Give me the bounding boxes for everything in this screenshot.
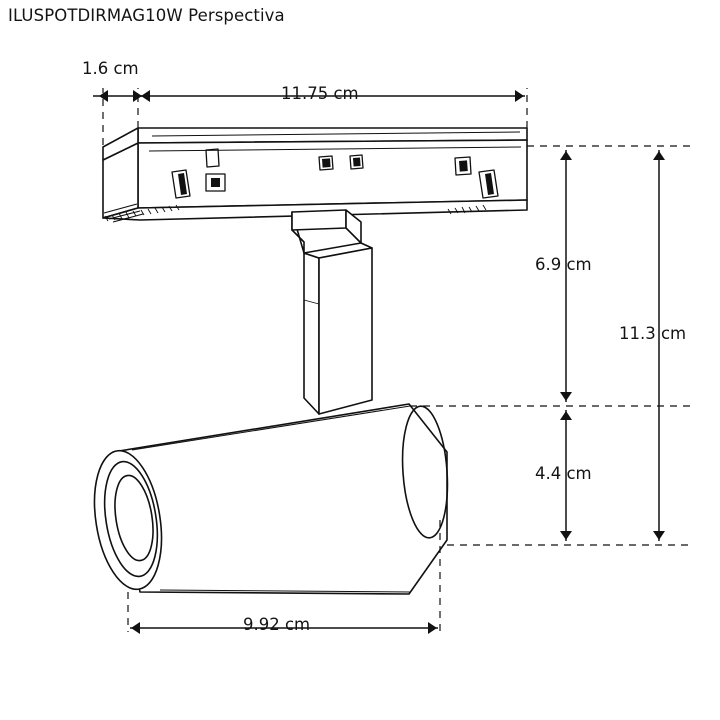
- dimension-6-9: [560, 150, 572, 402]
- product-illustration: [93, 127, 528, 595]
- dimension-label-9-92: 9.92 cm: [243, 615, 311, 634]
- spot-head: [93, 403, 449, 595]
- dimension-1-6: [93, 90, 148, 102]
- dimension-label-11-75: 11.75 cm: [281, 84, 359, 103]
- stem-arm: [291, 209, 373, 415]
- track-module: [102, 127, 528, 223]
- dimension-11-3: [653, 150, 665, 541]
- extension-lines: [102, 88, 690, 632]
- dimension-label-6-9: 6.9 cm: [535, 255, 592, 274]
- dimension-label-1-6: 1.6 cm: [82, 59, 139, 78]
- dimension-label-11-3: 11.3 cm: [619, 324, 687, 343]
- dimension-9-92: [130, 622, 438, 634]
- dimension-11-75: [140, 90, 525, 102]
- dimension-4-4: [560, 410, 572, 541]
- page-title: ILUSPOTDIRMAG10W Perspectiva: [8, 6, 285, 25]
- dimension-annotations: [93, 88, 690, 634]
- dimension-label-4-4: 4.4 cm: [535, 464, 592, 483]
